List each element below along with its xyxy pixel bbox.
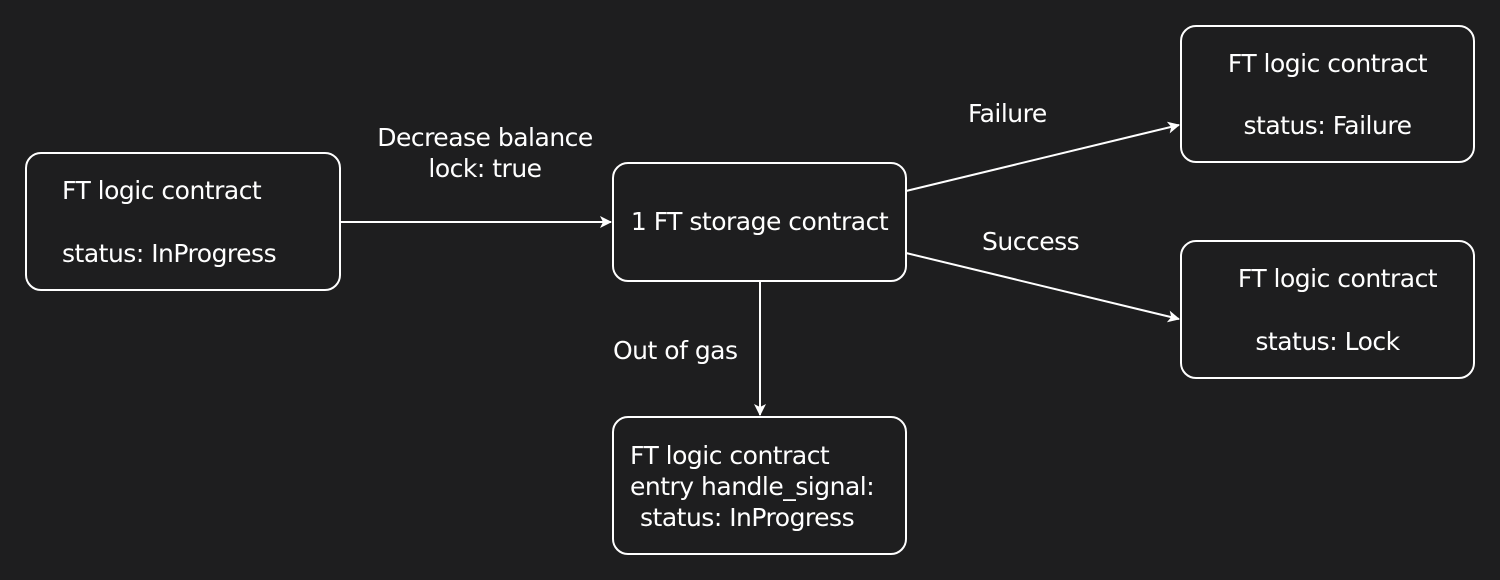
node-signal xyxy=(612,416,907,555)
node-failure-title: FT logic contract xyxy=(1227,49,1428,78)
node-signal-title: FT logic contract xyxy=(630,441,830,470)
node-lock-title: FT logic contract xyxy=(1237,264,1438,293)
node-lock xyxy=(1180,240,1475,379)
edge-label-out-of-gas: Out of gas xyxy=(613,336,738,365)
edge-label-failure: Failure xyxy=(968,99,1047,128)
node-failure-status: status: Failure xyxy=(1243,111,1412,140)
node-signal-entry: entry handle_signal: xyxy=(630,472,875,501)
node-storage-label: 1 FT storage contract xyxy=(630,207,889,236)
edge-label-lock-true: lock: true xyxy=(428,154,542,183)
edge-storage-to-failure xyxy=(905,121,1180,192)
edge-label-success: Success xyxy=(982,227,1080,256)
node-storage xyxy=(612,162,907,282)
node-start-title: FT logic contract xyxy=(62,176,262,205)
node-failure xyxy=(1180,25,1475,163)
node-lock-status: status: Lock xyxy=(1255,327,1400,356)
node-signal-status: status: InProgress xyxy=(640,503,855,532)
node-start xyxy=(25,152,341,291)
node-start-status: status: InProgress xyxy=(62,239,277,268)
edge-label-decrease-balance: Decrease balance xyxy=(377,123,593,152)
edge-storage-to-lock xyxy=(905,252,1180,323)
